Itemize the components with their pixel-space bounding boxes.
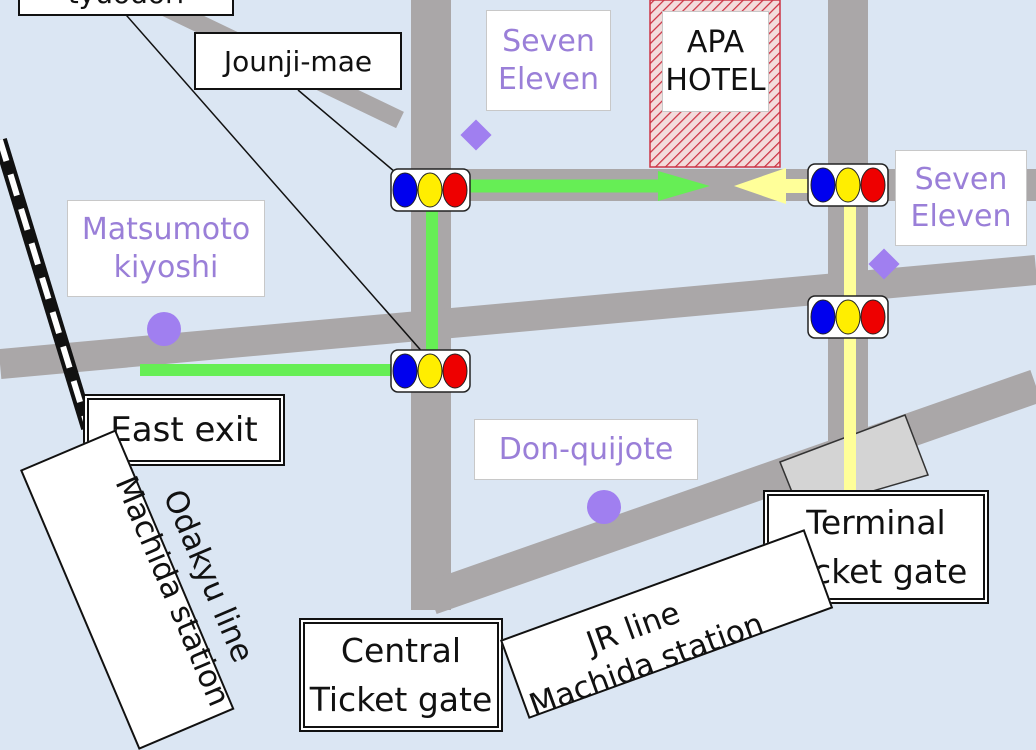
callout-line-jounji-mae [297, 89, 396, 173]
traffic-signal-icon [807, 163, 889, 207]
road-main-diagonal [0, 255, 1036, 379]
road-south-diagonal [425, 369, 1036, 615]
traffic-signal-icon [807, 295, 889, 339]
callout-line-tyuodori [119, 7, 426, 356]
route-green [140, 171, 710, 376]
seven-eleven-north-label: Seven Eleven [486, 10, 611, 111]
seven-eleven-east-label: Seven Eleven [895, 150, 1027, 246]
route-arrow-icon [734, 168, 786, 204]
matsumoto-kiyoshi-label: Matsumoto kiyoshi [67, 200, 265, 297]
don-quijote-label: Don-quijote [474, 419, 698, 480]
route-yellow [734, 168, 856, 490]
central-ticket-gate-label: Central Ticket gate [303, 622, 499, 728]
tyuodori-callout: tyuodori [18, 0, 234, 16]
traffic-signal-icon [390, 168, 471, 212]
purple-diamond-marker-icon [460, 119, 492, 151]
traffic-signal-icon [390, 349, 471, 393]
route-arrow-icon [658, 171, 710, 201]
purple-circle-marker-icon [587, 490, 621, 524]
jounji-mae-callout: Jounji-mae [194, 32, 402, 90]
purple-circle-marker-icon [147, 312, 181, 346]
odakyu-railway-track [0, 137, 95, 431]
apa-hotel-label: APA HOTEL [662, 11, 769, 112]
